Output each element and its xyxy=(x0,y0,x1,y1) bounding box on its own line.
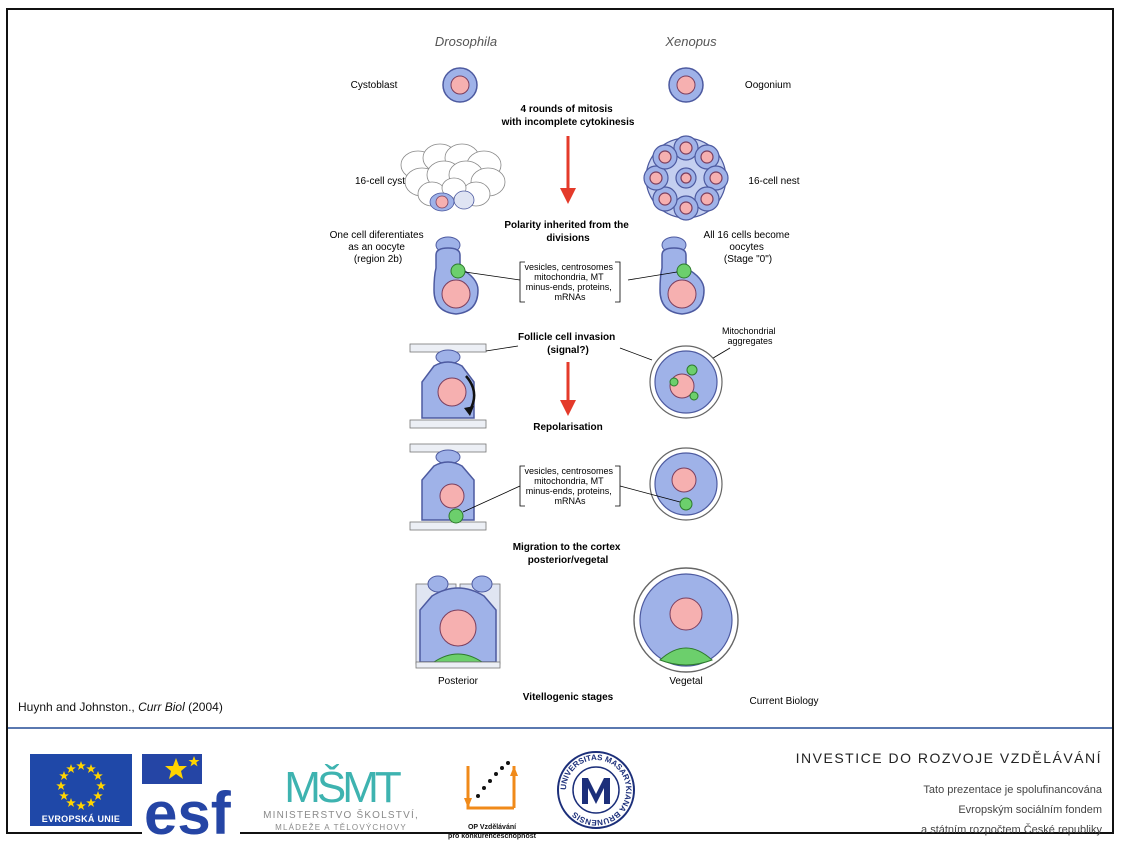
step-invasion: Follicle cell invasion (signal?) xyxy=(518,332,618,356)
label-all-cells-become-line-1: All 16 cells become xyxy=(704,230,791,241)
eu-logo: EVROPSKÁ UNIE xyxy=(30,754,132,826)
citation-authors: Huynh and Johnston., xyxy=(18,700,135,714)
label-all-cells-become-line-2: oocytes xyxy=(729,242,763,253)
step-invasion-line-2: (signal?) xyxy=(547,345,589,356)
component-list-1-line-3: minus-ends, proteins, xyxy=(526,282,612,292)
oogenesis-diagram: Drosophila Xenopus Cystoblast Oogonium 4… xyxy=(330,34,819,707)
op-caption-2: pro konkurenceschopnost xyxy=(448,833,536,840)
label-one-cell-differentiates: One cell diferentiates as an oocyte (reg… xyxy=(330,230,427,265)
msmt-letters-text: MŠMT xyxy=(284,762,401,810)
msmt-caption-2: MLÁDEŽE A TĚLOVÝCHOVY xyxy=(275,823,407,832)
msmt-letters: MŠMT xyxy=(284,762,405,812)
label-all-cells-become-line-3: (Stage "0") xyxy=(724,254,772,265)
esf-star-icon xyxy=(165,758,187,779)
step-migration-line-2: posterior/vegetal xyxy=(528,555,609,566)
step-repolarisation: Repolarisation xyxy=(533,422,602,433)
label-one-cell-differentiates-line-1: One cell diferentiates xyxy=(330,230,424,241)
red-arrow-1 xyxy=(560,136,576,204)
oogonium-cell xyxy=(668,67,704,103)
eu-label: EVROPSKÁ UNIE xyxy=(41,814,121,824)
xenopus-repolarized xyxy=(619,447,723,521)
slide: Drosophila Xenopus Cystoblast Oogonium 4… xyxy=(6,8,1114,840)
esf-logo: esf xyxy=(142,754,240,838)
eu-stars-icon xyxy=(56,761,106,810)
component-list-2: vesicles, centrosomes mitochondria, MT m… xyxy=(524,466,615,506)
msmt-caption-1: MINISTERSTVO ŠKOLSTVÍ, xyxy=(263,810,419,821)
footer: EVROPSKÁ UNIE esf MŠMT MINISTERSTVO ŠKOL… xyxy=(8,730,1112,840)
investice-line-2: Evropským sociálním fondem xyxy=(958,804,1102,816)
species-drosophila: Drosophila xyxy=(435,34,497,49)
component-list-2-line-1: vesicles, centrosomes xyxy=(524,466,613,476)
xenopus-follicle-invasion xyxy=(619,345,723,419)
op-emblem-icon xyxy=(464,761,518,810)
label-one-cell-differentiates-line-3: (region 2b) xyxy=(354,254,402,265)
step-polarity-line-1: Polarity inherited from the xyxy=(504,220,629,231)
label-oogonium: Oogonium xyxy=(745,80,791,91)
component-list-1: vesicles, centrosomes mitochondria, MT m… xyxy=(524,262,615,302)
citation-year: (2004) xyxy=(188,700,223,714)
muni-m-icon xyxy=(582,778,610,804)
citation: Huynh and Johnston., Curr Biol (2004) xyxy=(18,700,223,714)
label-mito-aggregates-line-1: Mitochondrial xyxy=(722,326,776,336)
investice-line-3: a státním rozpočtem České republiky xyxy=(921,824,1102,836)
label-mito-aggregates: Mitochondrial aggregates xyxy=(722,326,778,346)
label-vegetal: Vegetal xyxy=(669,676,702,687)
cystoblast-cell xyxy=(442,67,478,103)
op-vzdelavani-logo: OP Vzdělávání pro konkurenceschopnost xyxy=(436,752,548,844)
component-list-1-line-1: vesicles, centrosomes xyxy=(524,262,613,272)
msmt-logo: MŠMT MINISTERSTVO ŠKOLSTVÍ, MLÁDEŽE A TĚ… xyxy=(246,750,426,842)
label-16-cell-nest: 16-cell nest xyxy=(748,176,799,187)
label-16-cell-cyst: 16-cell cyst xyxy=(355,176,405,187)
label-all-cells-become: All 16 cells become oocytes (Stage "0") xyxy=(704,230,793,265)
species-xenopus: Xenopus xyxy=(664,34,717,49)
component-list-2-line-4: mRNAs xyxy=(555,496,586,506)
component-list-2-line-3: minus-ends, proteins, xyxy=(526,486,612,496)
step-invasion-line-1: Follicle cell invasion xyxy=(518,332,615,343)
step-polarity-line-2: divisions xyxy=(546,233,590,244)
sixteen-cell-nest xyxy=(643,135,729,221)
component-list-2-line-2: mitochondria, MT xyxy=(534,476,604,486)
label-current-biology: Current Biology xyxy=(750,696,819,707)
step-mitosis-line-1: 4 rounds of mitosis xyxy=(520,104,613,115)
step-migration: Migration to the cortex posterior/vegeta… xyxy=(513,542,624,566)
drosophila-posterior-oocyte xyxy=(415,575,501,669)
component-bracket-1 xyxy=(519,261,621,303)
drosophila-oocyte-polarized xyxy=(433,236,521,315)
component-list-1-line-2: mitochondria, MT xyxy=(534,272,604,282)
citation-journal: Curr Biol xyxy=(138,700,185,714)
investice-line-1: Tato prezentace je spolufinancována xyxy=(923,784,1102,796)
drosophila-repolarized xyxy=(409,443,521,531)
label-cystoblast: Cystoblast xyxy=(351,80,398,91)
step-polarity: Polarity inherited from the divisions xyxy=(504,220,631,244)
step-mitosis: 4 rounds of mitosis with incomplete cyto… xyxy=(501,104,635,128)
label-one-cell-differentiates-line-2: as an oocyte xyxy=(348,242,405,253)
muni-seal-logo: UNIVERSITAS MASARYKIANA BRUNENSIS xyxy=(557,751,635,829)
label-mito-aggregates-line-2: aggregates xyxy=(727,336,773,346)
drosophila-follicle-invasion xyxy=(409,343,519,429)
sixteen-cell-cyst xyxy=(400,143,506,212)
op-caption-1: OP Vzdělávání xyxy=(467,824,517,831)
step-migration-line-1: Migration to the cortex xyxy=(513,542,621,553)
label-posterior: Posterior xyxy=(438,676,479,687)
component-list-1-line-4: mRNAs xyxy=(555,292,586,302)
step-mitosis-line-2: with incomplete cytokinesis xyxy=(501,117,635,128)
red-arrow-2 xyxy=(560,362,576,416)
investice-subtitle: Tato prezentace je spolufinancována Evro… xyxy=(921,780,1102,840)
xenopus-vegetal-oocyte xyxy=(633,567,739,673)
investice-title: INVESTICE DO ROZVOJE VZDĚLÁVÁNÍ xyxy=(795,750,1102,766)
esf-text: esf xyxy=(144,780,232,838)
step-vitellogenic: Vitellogenic stages xyxy=(523,692,614,703)
footer-divider xyxy=(8,727,1112,729)
xenopus-oocyte-polarized xyxy=(627,236,705,315)
